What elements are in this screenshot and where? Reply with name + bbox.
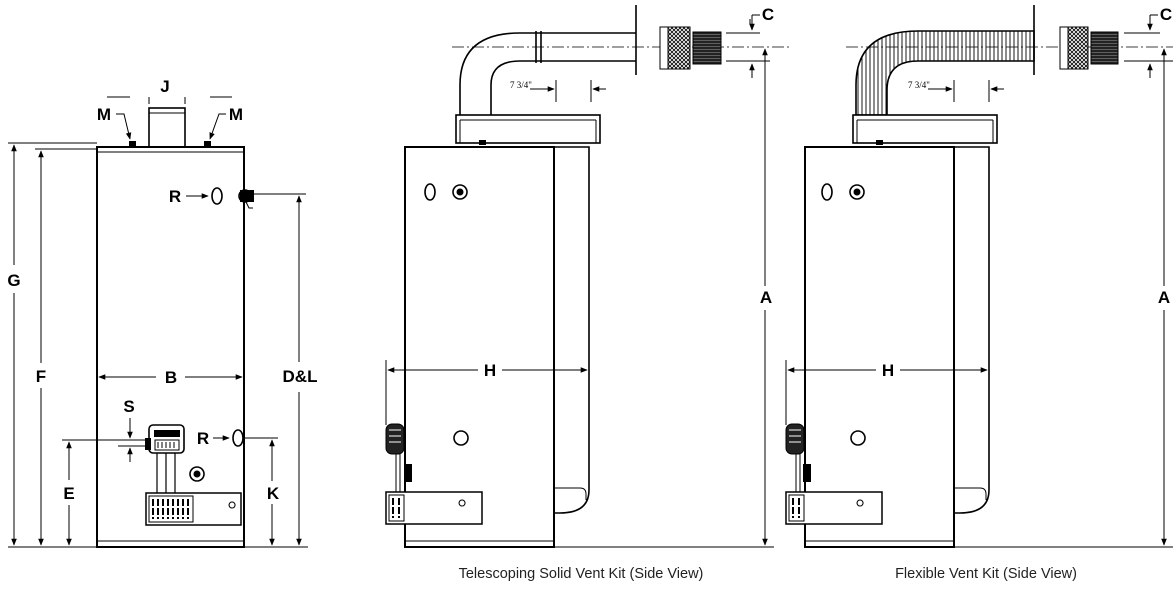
label-a: A [760, 288, 772, 307]
flexible-gas-valve [785, 423, 811, 492]
top-fitting-right [204, 141, 211, 147]
vent-terminal-mesh [667, 26, 691, 70]
label-a-flex: A [1158, 288, 1170, 307]
flex-terminal-screen [1090, 31, 1119, 65]
label-h: H [484, 361, 496, 380]
label-f: F [36, 367, 46, 386]
burner-access-door [145, 492, 242, 526]
front-view: J M M G F R D&L B [7, 77, 318, 548]
label-h-flex: H [882, 361, 894, 380]
label-c: C [762, 5, 774, 24]
label-c-flex: C [1160, 5, 1172, 24]
telescoping-view: C 7 3/4" [385, 5, 790, 582]
flue-collar [148, 107, 186, 148]
flex-terminal-mesh [1067, 26, 1089, 70]
telescoping-tank-body [404, 146, 555, 548]
telescoping-gas-valve [385, 423, 412, 492]
vent-terminal-screen [692, 31, 722, 65]
label-dl: D&L [283, 367, 318, 386]
label-b: B [165, 368, 177, 387]
top-fitting-left [129, 141, 136, 147]
label-r-top: R [169, 187, 181, 206]
flexible-vent-duct [855, 30, 1035, 116]
gas-control-valve [145, 424, 185, 493]
flexible-view: C 7 3/4" H [785, 5, 1173, 582]
label-m-right: M [229, 105, 243, 124]
flexible-tank-body [804, 146, 955, 548]
label-m-left: M [97, 105, 111, 124]
dim-7-3-4: 7 3/4" [510, 80, 532, 90]
label-k: K [267, 484, 280, 503]
front-tank-body [96, 146, 245, 548]
label-s: S [123, 397, 134, 416]
caption-telescoping: Telescoping Solid Vent Kit (Side View) [459, 566, 704, 582]
dim-7-3-4-flex: 7 3/4" [908, 80, 930, 90]
label-j: J [160, 77, 169, 96]
label-r-bottom: R [197, 429, 209, 448]
label-g: G [7, 271, 20, 290]
label-e: E [63, 484, 74, 503]
caption-flexible: Flexible Vent Kit (Side View) [895, 566, 1077, 582]
